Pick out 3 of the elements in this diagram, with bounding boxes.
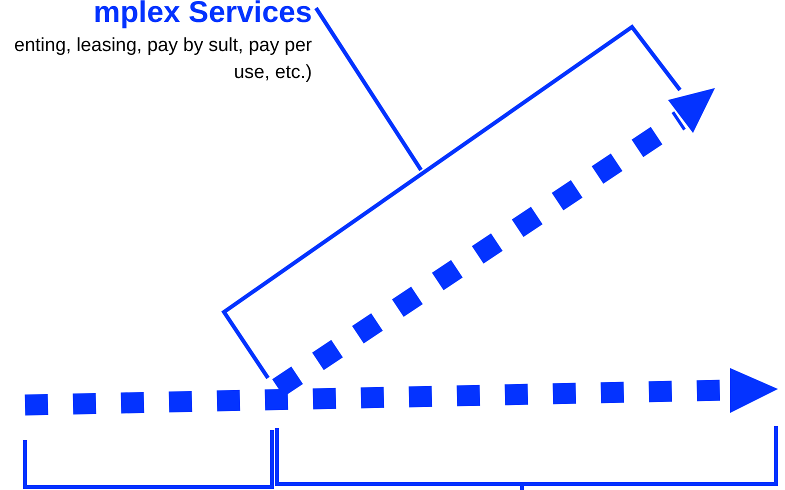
leader-line xyxy=(314,6,423,172)
section-heading: mplex Services xyxy=(94,0,312,28)
description-text: enting, leasing, pay by sult, pay per use, etc.) xyxy=(13,34,312,85)
